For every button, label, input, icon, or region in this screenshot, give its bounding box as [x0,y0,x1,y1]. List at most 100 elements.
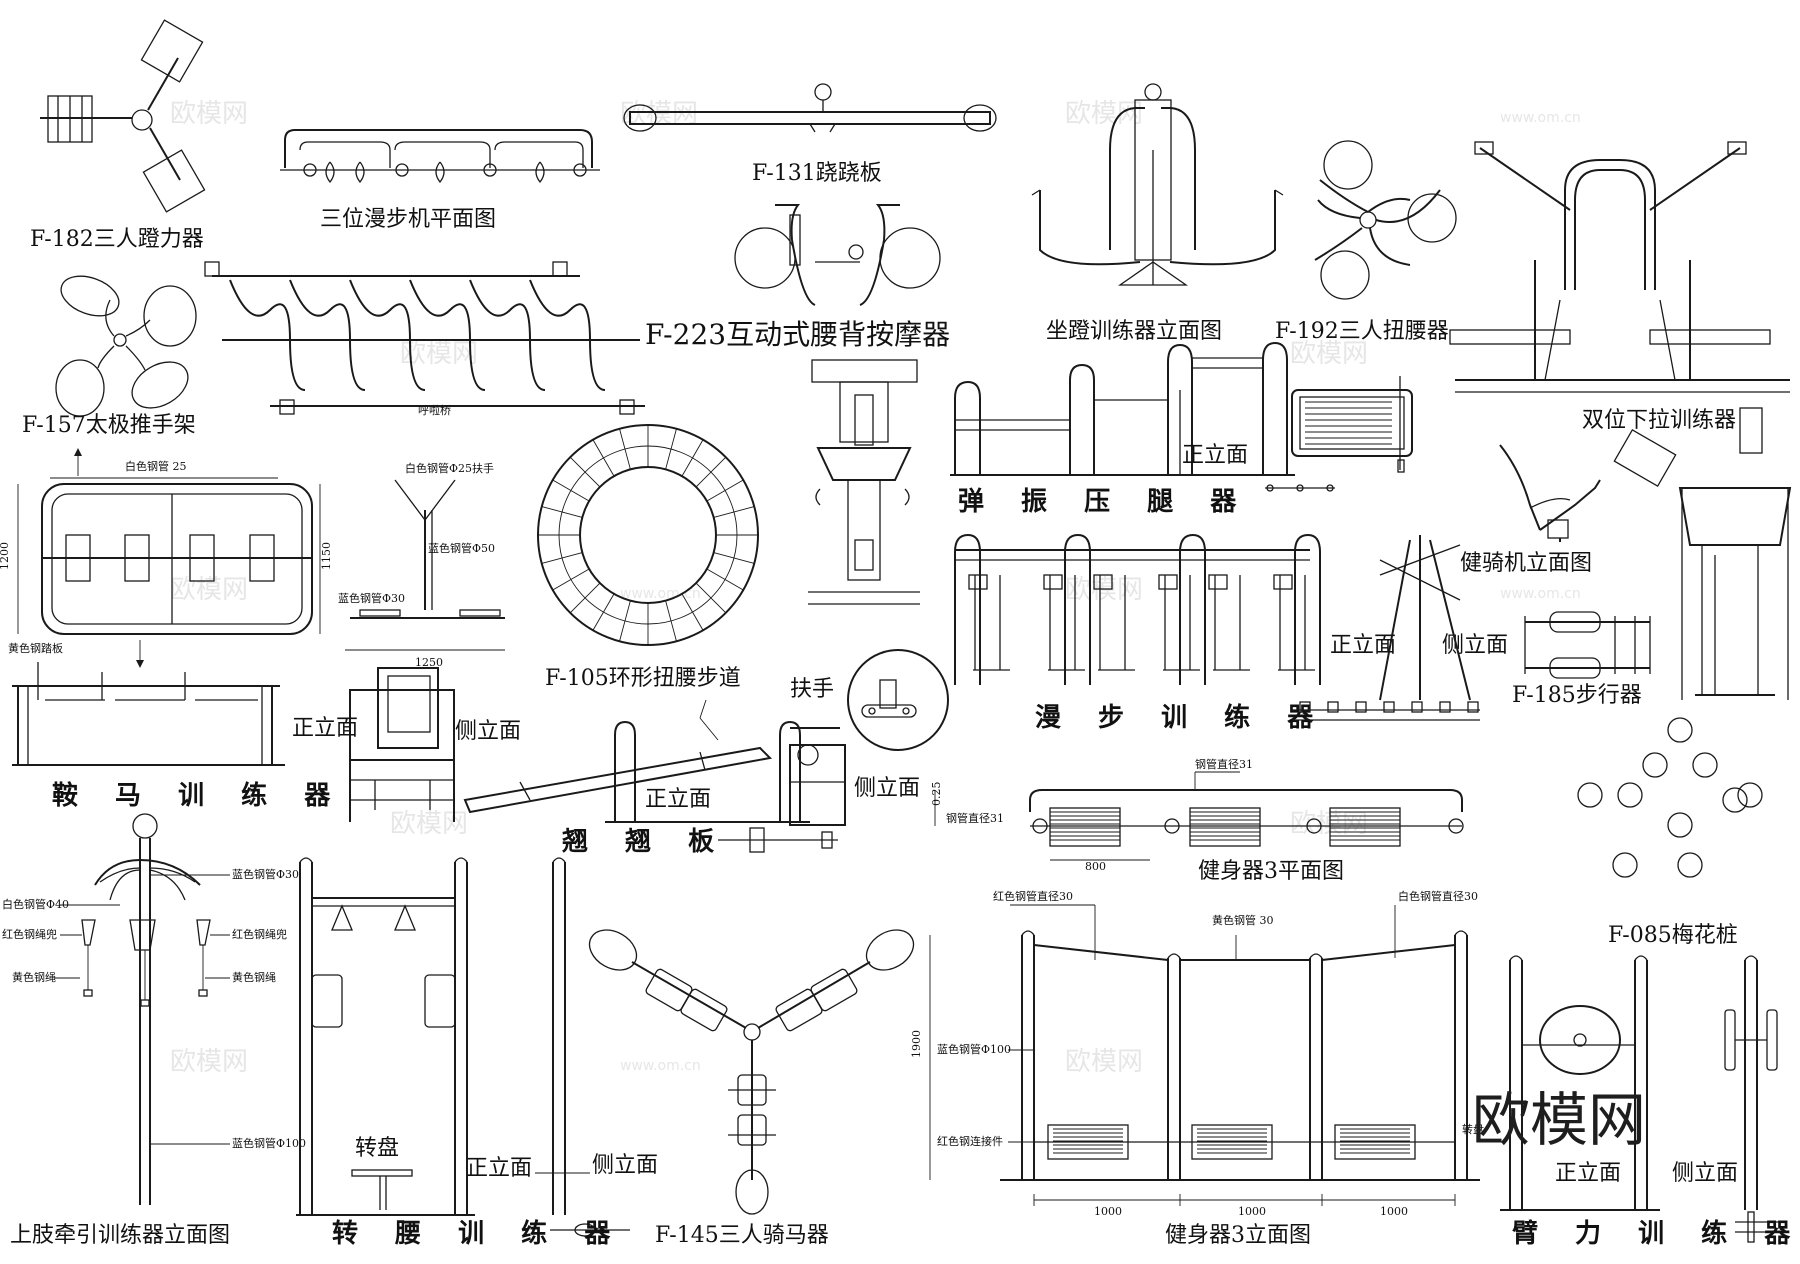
watermark-text: 欧模网 [1065,99,1143,129]
watermark-text: 欧模网 [1290,339,1368,369]
f145-drawing [588,929,915,1215]
watermark-url: www.om.cn [1500,110,1581,126]
watermark-text: 欧模网 [400,339,478,369]
tanzhen-front-label: 正立面 [1182,443,1248,468]
anma-side-drawing [349,667,455,822]
dim-huangtaban: 黄色钢踏板 [8,641,63,655]
f182-title: F-182三人蹬力器 [30,227,204,252]
f085-drawing [1577,717,1763,878]
tanzhen-title: 弹 振 压 腿 器 [958,487,1250,517]
ann-zhuan: 转盘 [1462,1122,1484,1136]
qiaoqiao-drawing [463,649,949,853]
f223-drawing [734,204,941,306]
ann-huangsheng1: 黄色钢绳 [12,970,56,984]
plan-node [1355,701,1367,713]
qiaoqiao-title: 翘 翘 板 [561,827,728,857]
shangzhi-title: 上肢牵引训练器立面图 [10,1223,230,1248]
ann-lanse50: 蓝色钢管Φ50 [428,541,495,555]
tanzhen-plan-drawing [1291,376,1413,473]
plum-pile-circle [1617,782,1643,808]
walker-hinge [1273,574,1293,590]
ann-hongjie: 红色钢连接件 [937,1134,1003,1148]
dim-1000c: 1000 [1380,1205,1408,1218]
dim-1900: 1900 [910,1030,923,1058]
f223-title: F-223互动式腰背按摩器 [645,318,950,351]
jianshen3l-title: 健身器3立面图 [1165,1223,1311,1248]
zhuanyao-side-label: 侧立面 [592,1153,658,1178]
brand-logo: 欧模网 [1472,1086,1646,1154]
manbu-side-drawing [1292,535,1480,721]
anma-drawing: 白色钢管 25 1200 1150 黄色钢踏板 [0,448,333,766]
f182-drawing [40,19,206,213]
dim-025: 0.25 [930,782,943,807]
plan-node [1467,701,1479,713]
f131-drawing [623,83,997,133]
watermark-text: 欧模网 [1065,1047,1143,1077]
qiaoqiao-front-label: 正立面 [645,787,711,812]
sanwei-title: 三位漫步机平面图 [320,207,496,232]
plum-pile-circle [1737,782,1763,808]
plum-pile-circle [1642,752,1668,778]
shuangwei-title: 双位下拉训练器 [1582,408,1736,433]
f157-drawing [55,275,197,417]
center-pole-drawing: 白色钢管Φ25扶手 蓝色钢管Φ50 蓝色钢管Φ30 1250 [338,461,505,669]
dim-1150: 1150 [320,542,333,570]
f145-title: F-145三人骑马器 [655,1223,829,1248]
dim-1000b: 1000 [1238,1205,1266,1218]
manbu-title: 漫 步 训 练 器 [1035,702,1327,733]
ann-hongshengdou2: 红色钢绳兜 [232,927,287,941]
plum-pile-circle [1667,717,1693,743]
ann-bai30: 白色钢管直径30 [1398,889,1478,903]
ann-huangsheng2: 黄色钢绳 [232,970,276,984]
f185-title: F-185步行器 [1512,683,1642,708]
watermark-text: 欧模网 [390,809,468,839]
bili-side-label: 侧立面 [1672,1161,1738,1186]
zuodeng-title: 坐蹬训练器立面图 [1046,319,1222,344]
manbu-front-label: 正立面 [1330,633,1396,658]
ann-lanse100b: 蓝色钢管Φ100 [937,1042,1011,1056]
watermark-text: 欧模网 [1065,575,1143,605]
plan-node [1327,701,1339,713]
shuangwei-drawing [1449,141,1790,393]
zhuanyao-drawing [296,857,630,1237]
twist-tower-drawing [808,359,920,605]
jianshen3-plan-drawing [934,771,1464,861]
f185-drawing [1524,611,1651,679]
f105-drawing [537,424,759,646]
watermark-url: www.om.cn [620,1058,701,1074]
qiaoqiao-side-label: 侧立面 [854,776,920,801]
ring-mid-circle [558,445,738,625]
anma-front-label: 正立面 [292,716,358,741]
ann-baise25fs: 白色钢管Φ25扶手 [405,461,494,475]
ann-gg31a: 钢管直径31 [1195,757,1253,771]
plum-pile-circle [1612,852,1638,878]
jianqi-drawing [1499,444,1601,542]
f131-title: F-131跷跷板 [752,161,882,186]
zuodeng-drawing [1031,83,1284,286]
watermark-url: www.om.cn [620,586,701,602]
jianshen3p-title: 健身器3平面图 [1198,859,1344,884]
f105-title: F-105环形扭腰步道 [545,666,741,691]
dim-1200: 1200 [0,542,11,570]
plum-pile-circle [1577,782,1603,808]
f085-title: F-085梅花桩 [1608,923,1738,948]
plum-pile-circle [1692,752,1718,778]
plan-node [1299,701,1311,713]
f157-title: F-157太极推手架 [22,413,196,438]
right-tower-drawing [1613,407,1792,700]
bili-title: 臂 力 训 练 器 [1512,1218,1800,1249]
plan-node [1439,701,1451,713]
ann-lanse100: 蓝色钢管Φ100 [232,1136,306,1150]
dim-1000a: 1000 [1094,1205,1122,1218]
watermark-text: 欧模网 [170,99,248,129]
hula-bridge-label: 呼啦桥 [418,403,451,417]
anma-side-label: 侧立面 [455,719,521,744]
shangzhi-drawing [55,813,230,1205]
ann-hong30: 红色钢管直径30 [993,889,1073,903]
plan-node [1383,701,1395,713]
jianshen3-elev-drawing [929,904,1480,1206]
zhuanyao-zhuanpan-label: 转盘 [355,1136,399,1161]
hula-bridge-drawing [204,261,645,415]
plum-pile-circle [1722,787,1748,813]
